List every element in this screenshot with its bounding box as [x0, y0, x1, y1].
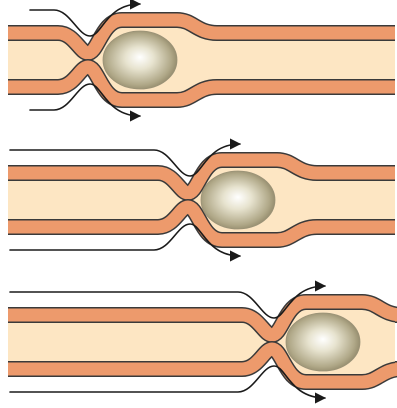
panel-step-3 — [8, 286, 397, 398]
panels-group — [8, 4, 397, 398]
bolus-icon — [103, 31, 177, 89]
bolus-icon — [201, 171, 275, 229]
bolus-icon — [286, 313, 360, 371]
panel-step-2 — [8, 144, 395, 256]
panel-step-1 — [8, 4, 395, 116]
